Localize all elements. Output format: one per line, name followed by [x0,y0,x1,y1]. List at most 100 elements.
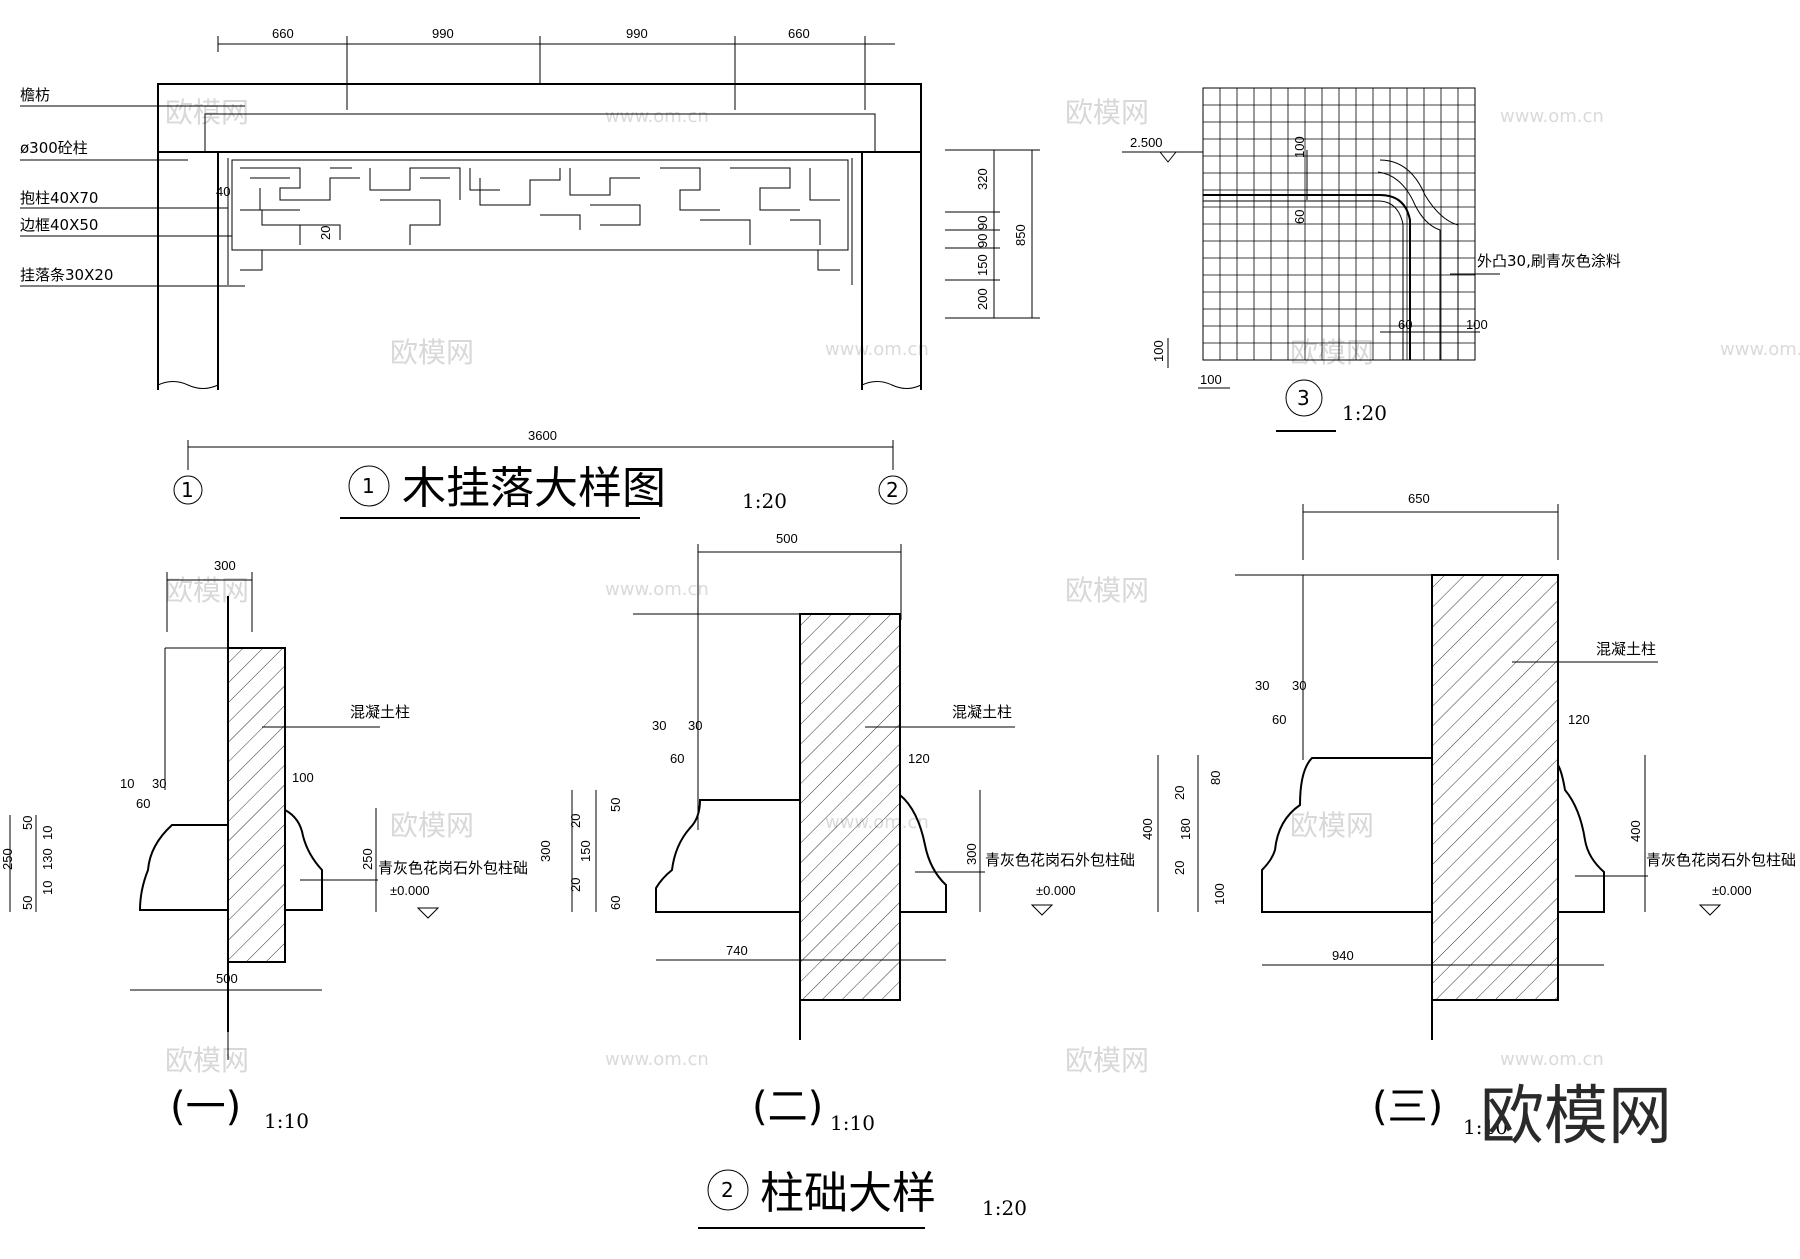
watermark-url: www.om.cn [605,1049,709,1070]
detail-3-col-width: 650 [1408,491,1430,506]
dim-660-right: 660 [788,26,810,41]
dim-90-a: 90 [975,216,990,230]
detail-1-granite: 青灰色花岗石外包柱础 [378,859,528,877]
drawing-3-grid-detail: 2.500 100 60 外凸30,刷青灰色涂料 60 100 100 100 … [1122,87,1621,432]
watermark-url: www.om.cn [825,339,929,360]
dim-60-bottom: 60 [1398,317,1412,332]
watermark-url: www.om.cn [1720,339,1800,360]
axis-2: 2 [886,478,899,502]
watermark-brand: 欧模网 [1065,96,1149,129]
dim-200: 200 [975,288,990,310]
d1-dim-c: 60 [136,796,150,811]
drawing-1-wood-lattice: 660 990 990 660 [20,26,1040,519]
title-number-2: 2 [721,1178,734,1202]
d1-dim-d: 100 [292,770,314,785]
axis-1: 1 [181,478,194,502]
detail-3: 650 混凝土柱 青灰色花岗石外包柱础 ±0.000 940 30 30 60 … [1140,491,1796,1139]
dim-100-left: 100 [1151,340,1166,362]
d3-dim-k: 400 [1628,820,1643,842]
watermark-brand: 欧模网 [1290,809,1374,842]
dim-90-b: 90 [975,234,990,248]
dim-100-bottom: 100 [1466,317,1488,332]
label-eave-beam: 檐枋 [20,86,50,104]
dim-100-lower: 100 [1200,372,1222,387]
detail-2-elev: ±0.000 [1036,883,1076,898]
d3-dim-d: 120 [1568,712,1590,727]
d2-dim-e: 50 [608,798,623,812]
watermark-brand: 欧模网 [1065,1044,1149,1077]
watermark-brand: 欧模网 [1290,336,1374,369]
lattice-pattern [232,167,848,271]
d1-dim-j: 250 [0,848,15,870]
watermark-url: www.om.cn [605,579,709,600]
detail-3-concrete: 混凝土柱 [1596,640,1656,658]
watermark-brand: 欧模网 [165,1044,249,1077]
d1-dim-k: 250 [360,848,375,870]
d2-dim-f: 20 [568,814,583,828]
dim-990-right: 990 [626,26,648,41]
d2-dim-k: 300 [964,843,979,865]
d2-dim-j: 300 [538,840,553,862]
d3-dim-j: 400 [1140,818,1155,840]
d3-dim-f: 20 [1172,786,1187,800]
dim-850: 850 [1013,224,1028,246]
d2-dim-g: 150 [578,840,593,862]
brand-logo: 欧模网 [1480,1080,1672,1154]
dim-60-top: 60 [1292,210,1307,224]
detail-1-name: (一) [170,1084,241,1130]
note-protrusion: 外凸30,刷青灰色涂料 [1477,252,1621,270]
d3-dim-g: 180 [1178,818,1193,840]
detail-2-granite: 青灰色花岗石外包柱础 [985,851,1135,869]
label-hug-column: 抱柱40X70 [20,189,98,207]
dim-990-left: 990 [432,26,454,41]
drawing-2-title-block: 2 柱础大样 1:20 [698,1168,1027,1229]
detail-3-name: (三) [1372,1084,1443,1130]
label-side-frame: 边框40X50 [20,216,98,234]
dim-150: 150 [975,254,990,276]
label-lattice-bar: 挂落条30X20 [20,266,113,284]
watermark-url: www.om.cn [1500,1049,1604,1070]
dim-100-top: 100 [1292,136,1307,158]
drawing-1-scale: 1:20 [742,489,787,513]
dim-3600: 3600 [528,428,557,443]
detail-2-name: (二) [752,1084,823,1130]
watermark-brand: 欧模网 [165,96,249,129]
d3-dim-b: 30 [1292,678,1306,693]
d1-dim-e: 50 [20,816,35,830]
d1-dim-g: 130 [40,848,55,870]
watermark-url: www.om.cn [1500,106,1604,127]
detail-3-base-width: 940 [1332,948,1354,963]
d1-dim-i: 50 [20,896,35,910]
d2-dim-b: 30 [688,718,702,733]
detail-3-elev: ±0.000 [1712,883,1752,898]
watermark-brand: 欧模网 [165,574,249,607]
detail-3-granite: 青灰色花岗石外包柱础 [1646,851,1796,869]
drawing-2-title: 柱础大样 [760,1168,936,1219]
watermark-layer: 欧模网 www.om.cn 欧模网 www.om.cn 欧模网 www.om.c… [165,96,1800,1077]
title-number-3: 3 [1297,386,1310,410]
detail-1-col-width: 300 [214,558,236,573]
drawing-3-scale: 1:20 [1342,401,1387,425]
d2-dim-d: 120 [908,751,930,766]
d1-dim-h: 10 [40,881,55,895]
d1-dim-b: 30 [152,776,166,791]
detail-1: 300 混凝土柱 青灰色花岗石外包柱础 ±0.000 500 10 30 60 … [0,558,528,1133]
elevation-2500: 2.500 [1130,135,1163,150]
detail-2-concrete: 混凝土柱 [952,703,1012,721]
d1-dim-a: 10 [120,776,134,791]
d3-dim-e: 80 [1208,771,1223,785]
d2-dim-h: 20 [568,878,583,892]
dim-20: 20 [318,226,333,240]
detail-2-col-width: 500 [776,531,798,546]
label-concrete-column: ø300砼柱 [20,139,88,157]
d2-dim-c: 60 [670,751,684,766]
watermark-brand: 欧模网 [390,336,474,369]
detail-2: 500 混凝土柱 青灰色花岗石外包柱础 ±0.000 740 30 30 60 … [538,531,1135,1135]
drawing-2-scale: 1:20 [982,1196,1027,1220]
dim-320: 320 [975,168,990,190]
detail-3-scale: 1:10 [1463,1115,1508,1139]
watermark-brand: 欧模网 [1065,574,1149,607]
detail-1-base-width: 500 [216,971,238,986]
d2-dim-a: 30 [652,718,666,733]
